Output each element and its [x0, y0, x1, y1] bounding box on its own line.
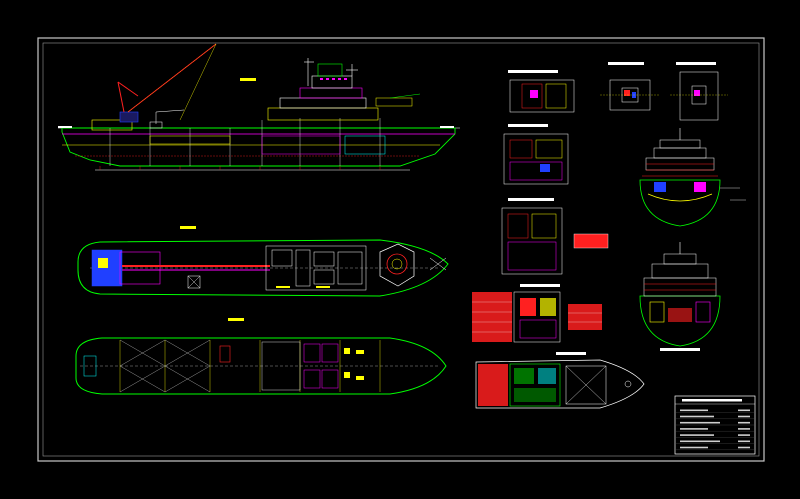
crane-foundation-plan [119, 251, 161, 285]
crane-pedestal [119, 111, 139, 123]
title-block-value-mark [738, 440, 750, 443]
wheelhouse-plan [509, 79, 575, 113]
boat-deck-fills [574, 234, 608, 248]
title-block-row-text-mark [680, 440, 720, 443]
profile-view-label [240, 78, 256, 81]
crane-boom [117, 43, 217, 113]
lower-deck-plan [75, 318, 447, 395]
helideck-support [389, 93, 421, 99]
title-block-value-mark [738, 409, 750, 412]
frame-ticks [99, 166, 381, 170]
title-block [674, 395, 756, 455]
section-label [660, 348, 700, 351]
accommodation-deck-plan [265, 245, 367, 291]
title-block-row-text-mark [680, 409, 708, 412]
deck-hull-outline [77, 239, 449, 297]
boat-deck-plan [501, 207, 563, 275]
stern-equipment [98, 258, 108, 268]
main-deck-plan [77, 226, 449, 297]
mast-plans [600, 62, 728, 121]
midship-section-forward [639, 128, 746, 227]
bridge-windows [320, 78, 347, 80]
steering-gear [83, 355, 97, 377]
crane-wire [179, 43, 217, 121]
aux-room [344, 135, 386, 155]
title-block-row-text-mark [680, 415, 714, 418]
tank-diagonals [119, 339, 211, 393]
machinery-layout [303, 343, 339, 389]
masts [304, 58, 358, 86]
title-block-heading [682, 399, 742, 402]
engine-room [261, 135, 341, 155]
title-block-row-text-mark [680, 434, 714, 436]
bulkheads [109, 118, 381, 166]
windlass [624, 380, 632, 388]
cabins-block-green [509, 363, 561, 407]
title-block-value-mark [738, 434, 750, 436]
lower-deck-label [228, 318, 244, 321]
crane-boom-lattice [127, 43, 217, 113]
hatch-cover [187, 275, 201, 289]
helideck-profile [375, 97, 413, 107]
profile-view [58, 43, 460, 171]
title-block-row-text-mark [680, 421, 720, 424]
lower-hull-outline [75, 337, 447, 395]
plan-4-label [520, 284, 560, 287]
title-block-row-text-mark [680, 446, 708, 449]
forecastle-label [556, 352, 586, 355]
title-block-value-mark [738, 421, 750, 424]
plan-3-label [508, 198, 554, 201]
upper-deck-plan [472, 291, 602, 343]
cabins-block-red [478, 364, 508, 406]
deckhouse-plans [472, 70, 609, 343]
deck-fittings [276, 286, 330, 288]
stern-dimension-text [58, 126, 72, 128]
aux-crane [149, 109, 185, 129]
mast-plan-label [608, 62, 644, 65]
outer-frame [37, 37, 765, 462]
funnel-plan-label [676, 62, 716, 65]
deck-plan-label [180, 226, 196, 229]
bridge-deck-plan [503, 133, 569, 185]
title-block-value-mark [738, 428, 750, 430]
midship-section-aft [639, 242, 721, 351]
bow-dimension-text [440, 126, 454, 128]
plan-2-label [508, 124, 548, 127]
title-block-value-mark [738, 415, 750, 418]
helideck-plan [379, 243, 415, 287]
machinery-fills [344, 348, 364, 380]
forecastle-plan [475, 352, 645, 409]
superstructure [267, 63, 379, 121]
store-room [565, 365, 607, 405]
title-block-value-mark [738, 446, 750, 449]
pump-room [219, 345, 231, 363]
helideck-circle [386, 253, 408, 275]
inner-frame [42, 42, 760, 457]
plan-1-label [508, 70, 558, 73]
cargo-hold [149, 135, 231, 145]
title-block-row-text-mark [680, 428, 708, 430]
forecastle-outline [475, 359, 645, 409]
stern-deckhouse [91, 119, 133, 131]
